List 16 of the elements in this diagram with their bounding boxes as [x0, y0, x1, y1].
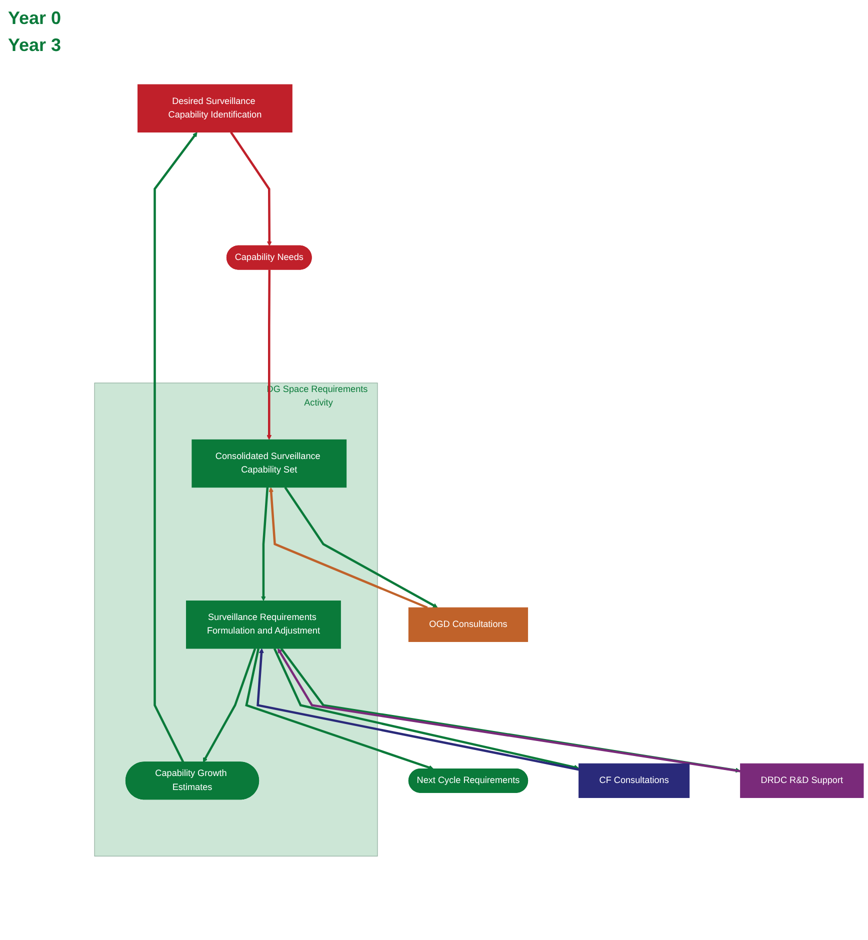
arrow: [230, 131, 272, 246]
node-box: Surveillance Requirements Formulation and Adjustment: [186, 600, 341, 648]
arrow: [266, 269, 272, 440]
arrow: [245, 648, 434, 770]
node-box: DRDC R&D Support: [740, 763, 864, 798]
node-box: Consolidated Surveillance Capability Set: [192, 439, 347, 488]
node-box: Desired Surveillance Capability Identification: [138, 84, 292, 132]
arrow: [284, 486, 438, 608]
arrow: [202, 648, 256, 762]
arrow: [260, 486, 269, 601]
node-box: OGD Consultations: [408, 607, 528, 642]
year-label: Year 0: [8, 8, 62, 29]
arrow: [268, 486, 428, 608]
node-box: CF Consultations: [578, 763, 690, 798]
arrow: [154, 132, 198, 762]
year-label: Year 3: [8, 35, 62, 56]
